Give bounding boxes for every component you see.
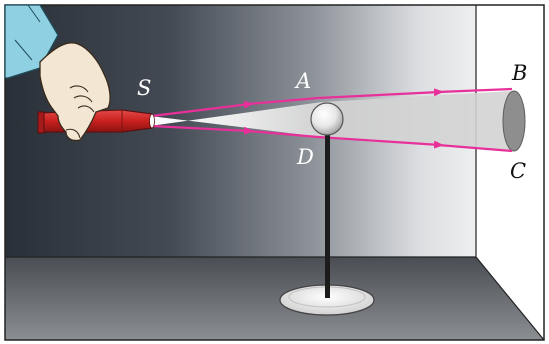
label-obstacle-bottom: D xyxy=(296,145,314,169)
label-screen-bottom: C xyxy=(510,159,526,183)
ball-icon xyxy=(311,103,343,135)
floor xyxy=(5,257,544,340)
label-screen-top: B xyxy=(511,61,527,85)
label-source: S xyxy=(137,76,151,100)
shadow-spot xyxy=(503,91,525,151)
label-obstacle-top: A xyxy=(294,69,311,93)
